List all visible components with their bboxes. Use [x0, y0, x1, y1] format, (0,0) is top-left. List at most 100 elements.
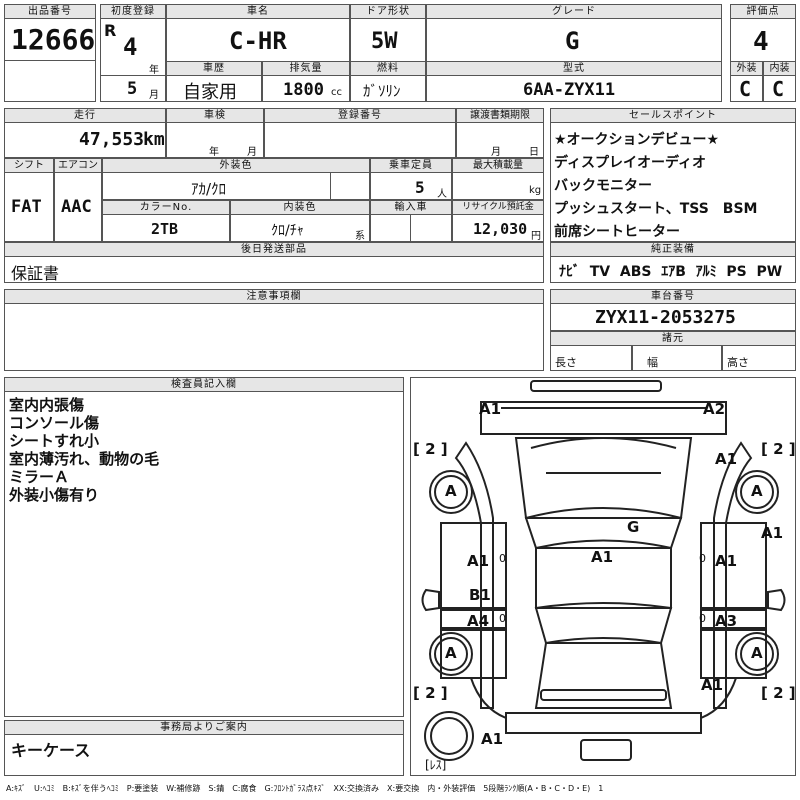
regno-cell [264, 122, 456, 158]
mark-door-rear-right: A3 [715, 612, 738, 630]
dims-length: 長さ [555, 356, 577, 369]
intcolor-unit: 系 [355, 231, 365, 242]
score: 4 [753, 27, 769, 57]
ac: AAC [61, 197, 92, 217]
office-text: キーケース [11, 741, 91, 760]
displacement: 1800 [283, 80, 324, 100]
inspector-cell: 室内内張傷 コンソール傷 シートすれ小 室内薄汚れ、動物の毛 ミラーＡ 外装小傷… [4, 391, 404, 717]
mark-zero: 0 [699, 612, 706, 625]
recycle-cell: 12,030 円 [452, 214, 544, 242]
seats-label: 乗車定員 [370, 158, 452, 173]
recycle-unit: 円 [531, 231, 541, 242]
color: ｱｶ/ｸﾛ [191, 180, 227, 198]
sales-line: バックモニター [554, 178, 652, 194]
regno-label: 登録番号 [264, 108, 456, 123]
month-unit: 月 [149, 90, 159, 101]
inspection-label: 車検 [166, 108, 264, 123]
mark-bracket: [ 2 ] [413, 684, 448, 702]
dims-height-cell: 高さ [722, 345, 796, 371]
lot-empty [4, 60, 96, 102]
mark-roof: G [627, 518, 640, 536]
mark-door-rear-left-b: B1 [469, 586, 491, 604]
colorno-cell: 2TB [102, 214, 230, 242]
transfer-month: 月 [491, 147, 501, 158]
cc-label: 排気量 [262, 61, 350, 76]
sales-line: 前席シートヒーター [554, 224, 680, 240]
equip-item: ｱﾙﾐ [695, 264, 717, 280]
mark-front-left: A1 [479, 400, 502, 418]
later-parts: 保証書 [11, 264, 60, 283]
mark-rear-left: A1 [481, 730, 504, 748]
cc-unit: cc [331, 87, 342, 98]
mark-bracket: [ 2 ] [761, 684, 796, 702]
mark-front-right: A2 [703, 400, 726, 418]
sales-line: ディスプレイオーディオ [554, 155, 707, 171]
sales-line: ★オークションデビュー★ [554, 132, 720, 148]
equipment-cell: ﾅﾋﾞ TV ABS ｴｱB ｱﾙﾐ PS PW [550, 256, 796, 283]
mark-pillar-right: A1 [761, 524, 784, 542]
seats-unit: 人 [437, 189, 447, 200]
lot-number: 12666 [11, 23, 96, 56]
grade-label: グレード [426, 4, 722, 19]
lot-number-cell: 12666 [4, 18, 96, 61]
import-divider [410, 214, 452, 242]
mark-tire: A [445, 644, 457, 662]
car-outline [421, 380, 786, 761]
door-cell: 5W [350, 18, 426, 62]
reg-month: 5 [127, 79, 138, 99]
colorno: 2TB [151, 220, 179, 238]
inspector-line: 室内内張傷 [9, 396, 85, 414]
mark-rear-right: A1 [701, 676, 724, 694]
model-label: 型式 [426, 61, 722, 76]
mileage-label: 走行 [4, 108, 166, 123]
mileage-unit: km [143, 129, 165, 150]
shift-label: シフト [4, 158, 54, 173]
mark-bracket: [ 2 ] [413, 440, 448, 458]
equip-item: ﾅﾋﾞ [559, 264, 580, 280]
recycle-label: リサイクル預託金 [452, 200, 544, 215]
equip-item: TV [589, 264, 611, 280]
car-name: C-HR [229, 27, 287, 55]
inspector-line: 外装小傷有り [9, 486, 100, 504]
mark-door-rear-left: A4 [467, 612, 490, 630]
door-label: ドア形状 [350, 4, 426, 19]
mark-tire: A [751, 482, 763, 500]
chassis-cell: ZYX11-2053275 [550, 303, 796, 331]
mark-fender-right: A1 [715, 450, 738, 468]
seats: 5 [415, 178, 425, 197]
equipment-list: ﾅﾋﾞ TV ABS ｴｱB ｱﾙﾐ PS PW [559, 261, 782, 281]
load-unit: kg [529, 185, 542, 196]
import-label: 輸入車 [370, 200, 452, 215]
later-cell: 保証書 [4, 256, 544, 283]
dims-width-cell: 幅 [632, 345, 722, 371]
insp-year-unit: 年 [209, 147, 219, 158]
score-label: 評価点 [730, 4, 796, 19]
dims-label: 諸元 [550, 331, 796, 346]
ext-label: 外装 [730, 61, 763, 76]
first-reg-cell: R 4 年 [100, 18, 166, 76]
transfer-day: 日 [529, 147, 539, 158]
shift-cell: FAT [4, 172, 54, 242]
color-label: 外装色 [102, 158, 370, 173]
dims-height: 高さ [727, 356, 749, 369]
mark-tire: A [751, 644, 763, 662]
mark-tire: A [445, 482, 457, 500]
equip-item: ABS [619, 264, 652, 280]
color-divider [330, 172, 370, 200]
transfer-label: 譲渡書類期限 [456, 108, 544, 123]
fuel-label: 燃料 [350, 61, 426, 76]
dims-width: 幅 [647, 356, 658, 369]
transfer-cell: 月 日 [456, 122, 544, 158]
inspector-line: ミラーＡ [9, 468, 70, 486]
ext-score: C [739, 77, 752, 101]
notes-cell [4, 303, 544, 371]
mark-spare: [ﾚｽ] [425, 758, 447, 772]
mileage: 47,553 [79, 129, 145, 150]
intcolor-label: 内装色 [230, 200, 370, 215]
dims-length-cell: 長さ [550, 345, 632, 371]
score-cell: 4 [730, 18, 796, 62]
year-unit: 年 [149, 65, 159, 76]
chassis-label: 車台番号 [550, 289, 796, 304]
notes-label: 注意事項欄 [4, 289, 544, 304]
inspector-line: 室内薄汚れ、動物の毛 [9, 450, 160, 468]
